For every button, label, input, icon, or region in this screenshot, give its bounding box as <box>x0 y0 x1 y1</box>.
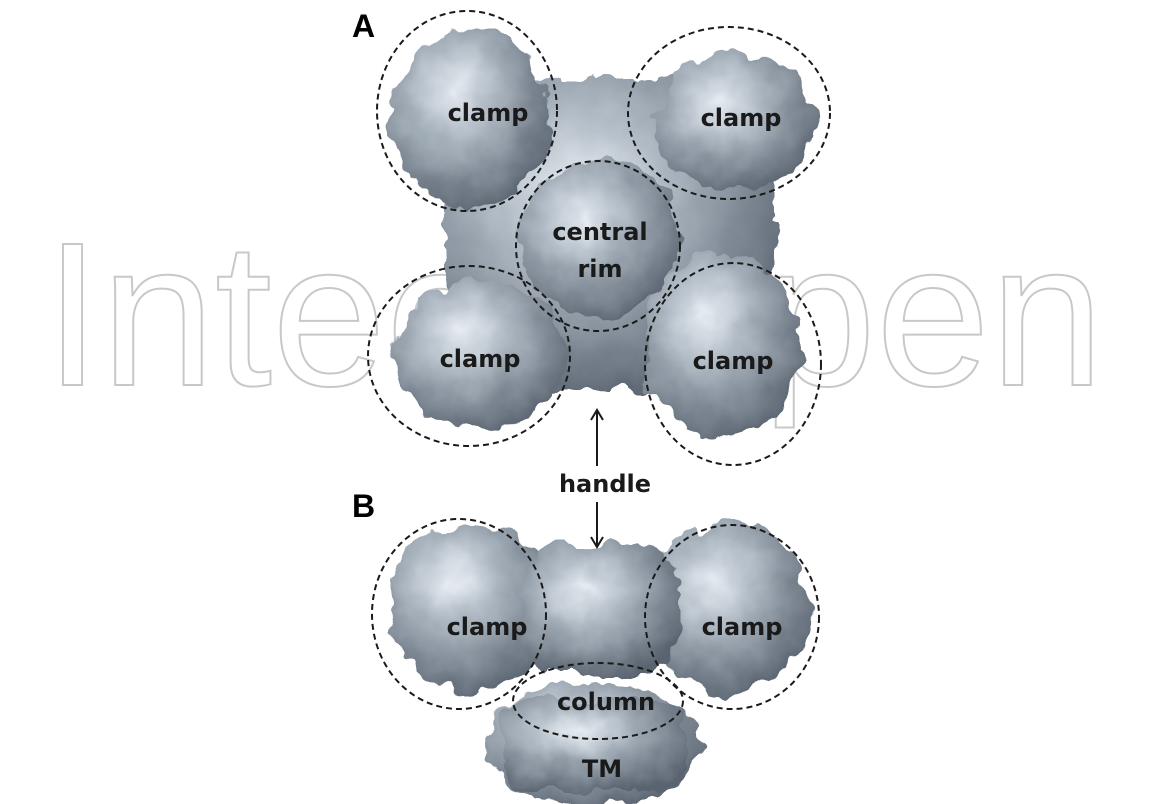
clamp-label-bottom-left: clamp <box>440 345 521 373</box>
tm-label: TM <box>582 755 622 783</box>
column-label: column <box>557 688 655 716</box>
handle-label: handle <box>559 470 651 498</box>
panel-label-a: A <box>352 8 375 44</box>
clamp-label-b-right: clamp <box>702 613 783 641</box>
central-rim-label-line2: rim <box>577 255 622 283</box>
central-rim-label-line1: central <box>552 218 647 246</box>
clamp-label-bottom-right: clamp <box>693 347 774 375</box>
clamp-label-top-left: clamp <box>448 99 529 127</box>
clamp-label-b-left: clamp <box>447 613 528 641</box>
panel-label-b: B <box>352 488 375 524</box>
clamp-label-top-right: clamp <box>701 104 782 132</box>
